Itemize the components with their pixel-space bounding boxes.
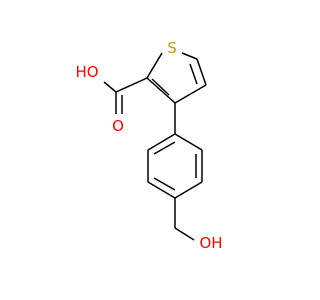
- benzene-inner-bond-1: [153, 141, 176, 155]
- bond-c4-c3: [174, 84, 207, 104]
- hydroxymethyl-group: [174, 198, 195, 241]
- benzene-bond-6: [174, 133, 203, 151]
- bond-ch2-oh: [174, 227, 195, 241]
- benzene-bond-4: [174, 181, 203, 199]
- benzene-bond-3: [147, 181, 176, 199]
- carboxylic-acid-group: [103, 77, 148, 114]
- benzene-ring: [147, 133, 203, 199]
- alcohol-oxygen: OH: [199, 234, 222, 252]
- bond-c5-c4-inner: [189, 63, 198, 85]
- bond-s-c5: [181, 52, 198, 60]
- bond-s-c2: [146, 52, 163, 79]
- carboxyl-hydroxyl-oxygen: HO: [75, 63, 98, 81]
- benzene-bond-1: [147, 133, 176, 151]
- bond-carboxyl-hydroxyl: [103, 81, 117, 93]
- benzene-inner-bond-2: [153, 177, 176, 191]
- carboxyl-oxygen: O: [112, 117, 124, 135]
- bond-c3-c2-inner: [151, 78, 170, 96]
- molecule-structure: S HO O OH: [75, 39, 222, 252]
- bond-c2-carboxyl: [115, 77, 148, 93]
- bond-c3-c2: [146, 77, 176, 104]
- bond-c5-c4: [196, 58, 207, 86]
- sulfur-atom: S: [167, 39, 177, 57]
- thiophene-ring: [146, 52, 207, 104]
